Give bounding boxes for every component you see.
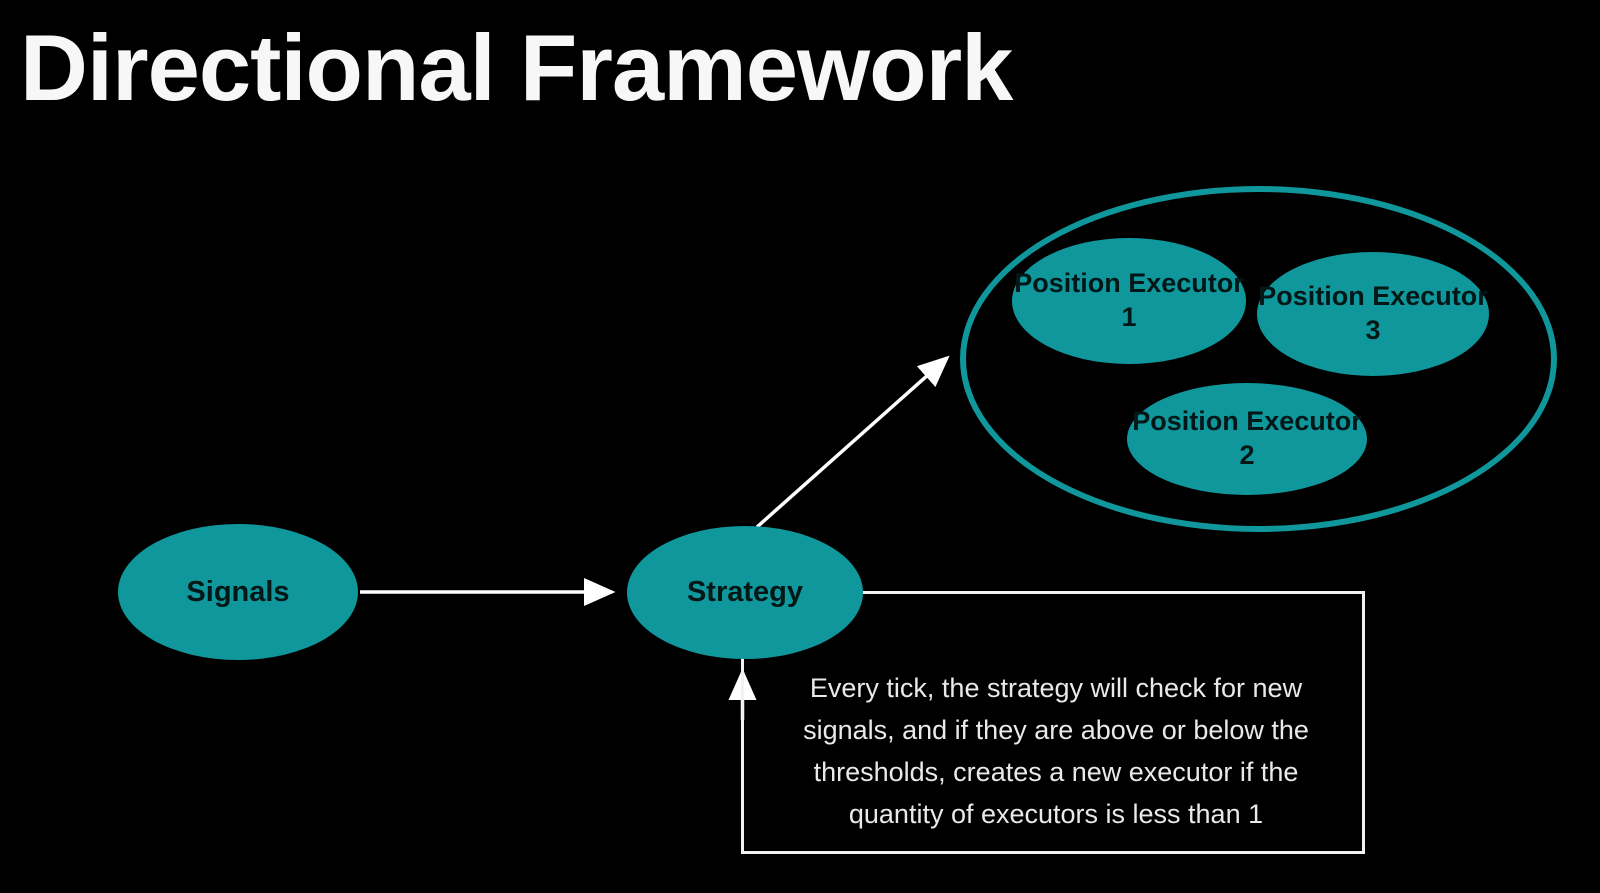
node-position-executor-1: Position Executor 1 xyxy=(1012,238,1246,364)
node-position-executor-3-label: Position Executor 3 xyxy=(1258,281,1488,345)
note-text: Every tick, the strategy will check for … xyxy=(756,668,1356,835)
note-line: quantity of executors is less than 1 xyxy=(848,798,1264,829)
node-signals: Signals xyxy=(118,524,358,660)
node-strategy-label: Strategy xyxy=(686,576,804,608)
node-strategy: Strategy xyxy=(627,526,863,659)
note-line: thresholds, creates a new executor if th… xyxy=(813,756,1299,787)
note-line: signals, and if they are above or below … xyxy=(803,714,1309,745)
arrow-strategy-to-cluster xyxy=(755,355,950,529)
node-position-executor-2: Position Executor 2 xyxy=(1127,383,1367,495)
note-box xyxy=(741,591,1365,854)
node-position-executor-2-label: Position Executor 2 xyxy=(1132,406,1362,470)
node-position-executor-3: Position Executor 3 xyxy=(1257,252,1489,376)
note-line: Every tick, the strategy will check for … xyxy=(809,673,1303,703)
page-title: Directional Framework xyxy=(20,15,1013,120)
node-position-executor-1-label: Position Executor 1 xyxy=(1014,268,1244,332)
node-signals-label: Signals xyxy=(186,575,290,608)
